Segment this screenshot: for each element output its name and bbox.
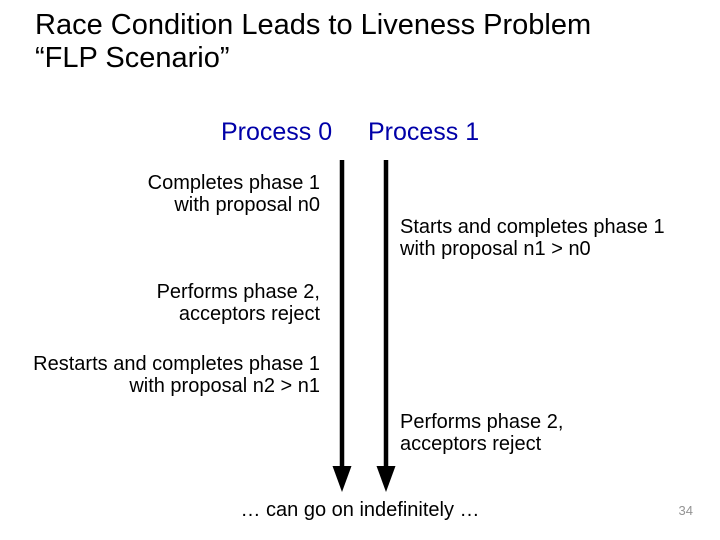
event-line: Completes phase 1 xyxy=(147,172,320,194)
event-line: acceptors reject xyxy=(178,303,320,325)
process-0-timeline-arrow xyxy=(332,160,352,492)
process-1-timeline-arrow xyxy=(376,160,396,492)
slide-page-number: 34 xyxy=(678,503,693,518)
slide-title: Race Condition Leads to Liveness Problem… xyxy=(35,9,591,75)
event-p1-starts-completes-phase-1: Starts and completes phase 1 with propos… xyxy=(400,216,665,260)
event-p0-restarts-phase-1: Restarts and completes phase 1 with prop… xyxy=(33,353,320,397)
event-line: acceptors reject xyxy=(400,433,542,455)
event-line: with proposal n1 > n0 xyxy=(400,238,591,260)
event-line: with proposal n2 > n1 xyxy=(129,375,320,397)
event-line: with proposal n0 xyxy=(174,194,320,216)
event-line: Restarts and completes phase 1 xyxy=(33,353,320,375)
slide-title-line-1: Race Condition Leads to Liveness Problem xyxy=(35,9,592,41)
process-0-header: Process 0 xyxy=(221,118,333,146)
event-line: Performs phase 2, xyxy=(400,411,564,433)
event-p0-completes-phase-1: Completes phase 1 with proposal n0 xyxy=(148,172,320,216)
event-line: Starts and completes phase 1 xyxy=(400,216,665,238)
event-line: Performs phase 2, xyxy=(156,281,320,303)
footer-caption: … can go on indefinitely … xyxy=(240,499,480,521)
event-p1-performs-phase-2: Performs phase 2, acceptors reject xyxy=(400,411,563,455)
process-1-header: Process 1 xyxy=(368,118,480,146)
event-p0-performs-phase-2: Performs phase 2, acceptors reject xyxy=(157,281,320,325)
slide-title-line-2: “FLP Scenario” xyxy=(35,42,230,74)
